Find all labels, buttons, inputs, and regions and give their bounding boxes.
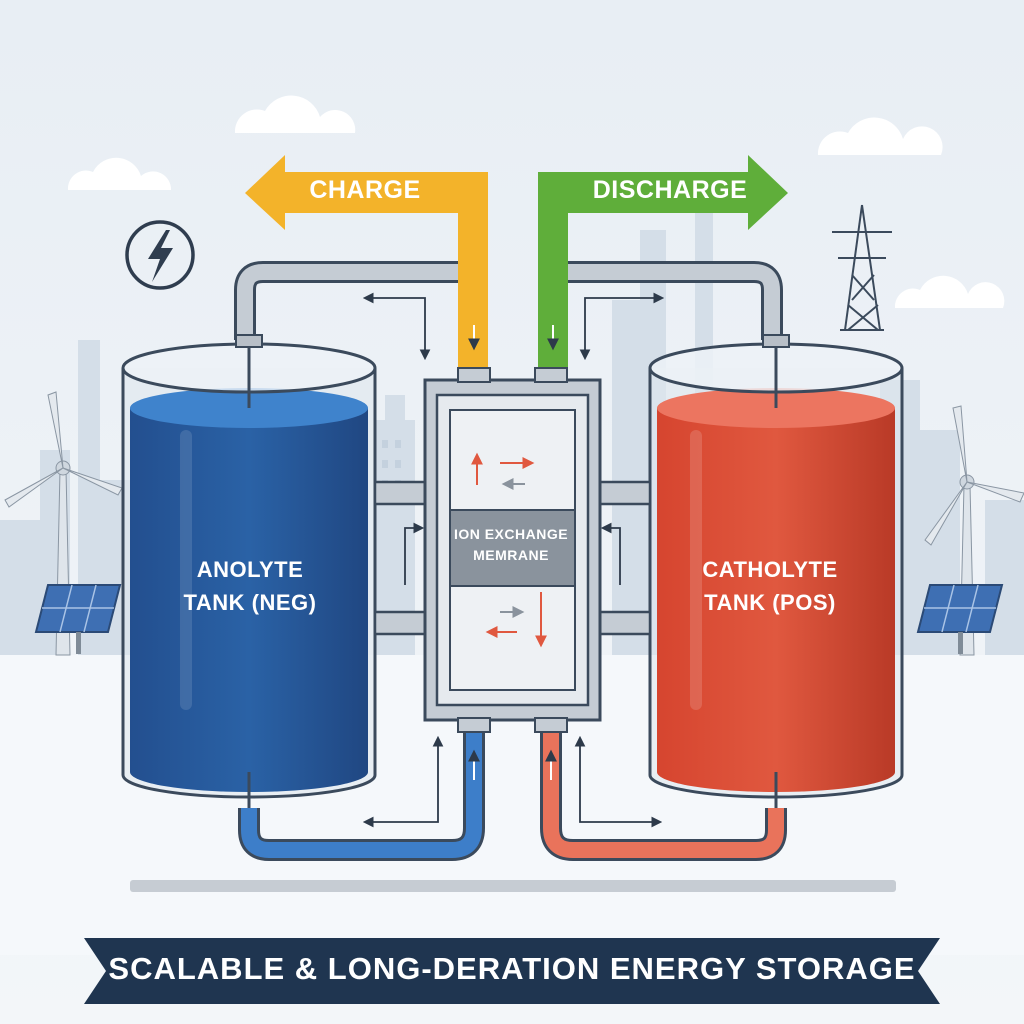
flow-arrow-bottom-right [574,735,663,828]
cloud-icon [67,157,172,190]
cloud-icon [894,275,1005,308]
banner-title: SCALABLE & LONG-DERATION ENERGY STORAGE [108,951,916,986]
flow-arrow-top-right [579,292,665,361]
anolyte-tank [121,334,377,808]
catholyte-tank [648,334,904,808]
cloud-icon [817,117,943,155]
power-tower-icon [832,204,892,331]
anolyte-tank-sublabel: TANK (NEG) [183,590,317,615]
flow-arrow-side-right [600,522,621,585]
membrane-label: ION EXCHANGE [453,526,569,542]
title-banner [84,938,940,1004]
anolyte-tank-label: ANOLYTE [196,557,304,582]
charge-label: CHARGE [309,176,421,204]
discharge-label: DISCHARGE [592,176,748,204]
ion-arrows [471,452,547,648]
cloud-icon [234,95,356,133]
solar-panel-icon [916,584,1004,654]
cell-stack [423,367,602,733]
discharge-arrow [538,155,788,368]
membrane-sublabel: MEMRANE [473,547,549,563]
flow-arrow-side-left [404,522,425,585]
bottom-pipe-red [540,725,787,861]
catholyte-tank-label: CATHOLYTE [702,557,838,582]
lightning-icon [125,220,195,290]
bottom-pipe-blue [238,725,485,861]
top-pipe-right [568,261,783,340]
solar-panel-icon [34,584,122,654]
ground-platform [130,880,896,892]
catholyte-tank-sublabel: TANK (POS) [704,590,836,615]
flow-arrow-bottom-left [362,735,444,828]
charge-arrow [245,155,488,368]
top-pipe-left [234,261,458,340]
flow-arrow-top-left [362,292,431,361]
